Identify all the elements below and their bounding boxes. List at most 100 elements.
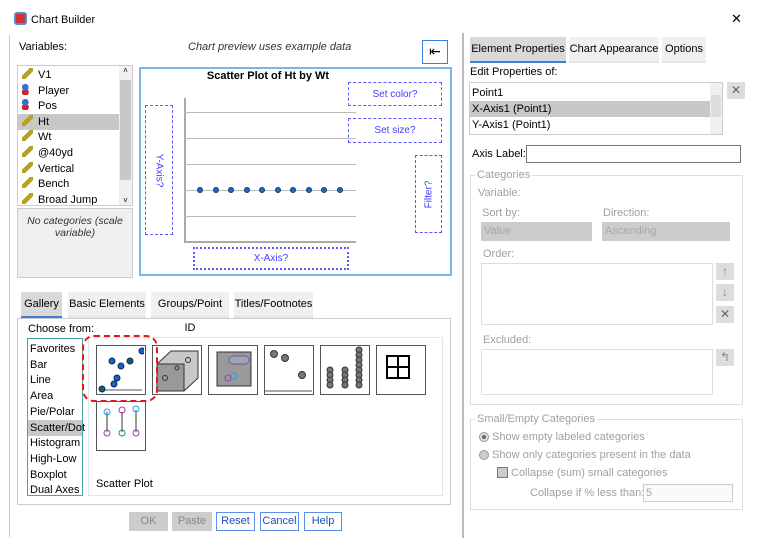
element-item[interactable]: X-Axis1 (Point1) bbox=[470, 101, 711, 117]
nominal-icon bbox=[22, 83, 33, 95]
set-size-dropzone[interactable]: Set size? bbox=[348, 118, 442, 143]
help-button[interactable]: Help bbox=[304, 512, 342, 531]
variable-item[interactable]: Wt bbox=[18, 129, 121, 145]
tab-basic-elements[interactable]: Basic Elements bbox=[68, 292, 146, 318]
preview-point bbox=[290, 187, 296, 193]
ruler-icon bbox=[22, 130, 33, 142]
paste-button[interactable]: Paste bbox=[172, 512, 212, 531]
sort-by-select[interactable]: Value bbox=[481, 222, 592, 241]
variables-label: Variables: bbox=[19, 41, 68, 53]
move-down-icon[interactable]: ↓ bbox=[716, 284, 734, 301]
axis-label-input[interactable] bbox=[526, 145, 741, 163]
variable-name: V1 bbox=[38, 69, 52, 81]
variable-item[interactable]: V1 bbox=[18, 67, 121, 83]
collapse-percent-input[interactable] bbox=[643, 484, 733, 502]
variable-item[interactable]: Pos bbox=[18, 98, 121, 114]
tab-element-properties[interactable]: Element Properties bbox=[470, 37, 566, 63]
left-border bbox=[9, 35, 10, 537]
direction-select[interactable]: Ascending bbox=[602, 222, 730, 241]
set-color-dropzone[interactable]: Set color? bbox=[348, 82, 442, 106]
collapse-checkbox[interactable] bbox=[497, 467, 508, 478]
exclude-icon[interactable]: ✕ bbox=[716, 306, 734, 323]
variable-item[interactable]: Bench bbox=[18, 176, 121, 192]
ruler-icon bbox=[22, 146, 33, 157]
variable-name: Vertical bbox=[38, 162, 75, 175]
simple-scatter-thumbnail[interactable] bbox=[96, 345, 146, 395]
y-axis-label: Y-Axis? bbox=[153, 153, 165, 187]
variable-name: Ht bbox=[38, 115, 49, 128]
chart-type-item[interactable]: Bar bbox=[30, 358, 48, 371]
variable-item[interactable]: Player bbox=[18, 83, 121, 99]
order-list[interactable] bbox=[481, 263, 713, 325]
ruler-icon bbox=[22, 192, 33, 204]
chart-type-item[interactable]: Pie/Polar bbox=[30, 405, 75, 418]
chart-type-item[interactable]: Area bbox=[30, 390, 54, 403]
x-axis-dropzone[interactable]: X-Axis? bbox=[193, 247, 349, 270]
preview-point bbox=[197, 187, 203, 193]
gridline bbox=[184, 138, 356, 139]
preview-title: Scatter Plot of Ht by Wt bbox=[206, 70, 330, 82]
y-axis-dropzone[interactable]: Y-Axis? bbox=[145, 105, 173, 235]
variable-name: Bench bbox=[38, 178, 70, 191]
show-empty-radio[interactable] bbox=[479, 432, 489, 442]
variable-item[interactable]: @40yd bbox=[18, 145, 121, 161]
chart-type-item[interactable]: Histogram bbox=[30, 437, 81, 450]
delete-element-button[interactable]: ✕ bbox=[727, 82, 745, 99]
chart-type-item[interactable]: Favorites bbox=[30, 343, 76, 355]
direction-label: Direction: bbox=[603, 207, 650, 219]
scatter-matrix-thumbnail[interactable] bbox=[376, 345, 426, 395]
tab-options[interactable]: Options bbox=[662, 37, 706, 63]
chart-type-item[interactable]: Dual Axes bbox=[30, 484, 80, 497]
excluded-list[interactable] bbox=[481, 349, 713, 395]
grouped-3d-scatter-thumbnail[interactable] bbox=[208, 345, 258, 395]
variable-item[interactable]: Ht bbox=[18, 113, 121, 130]
3d-scatter-thumbnail[interactable] bbox=[152, 345, 202, 395]
variable-item[interactable]: Vertical bbox=[18, 161, 121, 177]
show-empty-label: Show empty labeled categories bbox=[492, 431, 645, 443]
summary-point-thumbnail[interactable] bbox=[264, 345, 314, 395]
element-item[interactable]: Point1 bbox=[472, 87, 504, 99]
chart-type-item[interactable]: High-Low bbox=[30, 452, 77, 465]
gridline bbox=[184, 190, 356, 191]
ruler-icon bbox=[22, 114, 33, 126]
preview-point bbox=[305, 187, 312, 193]
gallery-panel bbox=[17, 318, 451, 505]
variable-label: Variable: bbox=[478, 187, 521, 199]
variable-scrollbar[interactable]: ˄˅ bbox=[119, 66, 132, 205]
tab-groups-point-id[interactable]: Groups/Point ID bbox=[151, 292, 229, 334]
chart-type-item[interactable]: Boxplot bbox=[30, 468, 67, 481]
cancel-button[interactable]: Cancel bbox=[260, 512, 299, 531]
plot-x-axis bbox=[184, 241, 356, 243]
move-up-icon[interactable]: ↑ bbox=[716, 263, 734, 280]
variable-name: Player bbox=[38, 84, 70, 97]
collapse-if-label: Collapse if % less than: bbox=[530, 487, 645, 499]
preview-point bbox=[228, 187, 234, 193]
plot-y-axis bbox=[184, 98, 186, 242]
gridline bbox=[184, 112, 356, 113]
toggle-panel-button[interactable]: ⇤ bbox=[422, 40, 448, 64]
restore-icon[interactable]: ↰ bbox=[716, 349, 734, 366]
filter-dropzone[interactable]: Filter? bbox=[415, 155, 442, 233]
dot-plot-thumbnail[interactable] bbox=[320, 345, 370, 395]
reset-button[interactable]: Reset bbox=[216, 512, 255, 531]
chart-type-item[interactable]: Line bbox=[30, 374, 51, 387]
variable-item[interactable]: Broad Jump bbox=[18, 192, 121, 205]
element-scrollbar[interactable] bbox=[710, 83, 722, 134]
preview-point bbox=[274, 187, 281, 193]
ruler-icon bbox=[22, 161, 33, 173]
tab-titles-footnotes[interactable]: Titles/Footnotes bbox=[234, 292, 313, 318]
show-only-radio[interactable] bbox=[479, 450, 489, 460]
chart-type-item[interactable]: Scatter/Dot bbox=[28, 419, 86, 436]
tab-gallery[interactable]: Gallery bbox=[21, 292, 62, 318]
preview-point bbox=[243, 187, 250, 193]
preview-point bbox=[321, 187, 327, 193]
drop-line-thumbnail[interactable] bbox=[96, 401, 146, 451]
sort-by-label: Sort by: bbox=[482, 207, 520, 219]
element-item[interactable]: Y-Axis1 (Point1) bbox=[472, 119, 551, 131]
close-button[interactable]: ✕ bbox=[731, 11, 742, 26]
ok-button[interactable]: OK bbox=[129, 512, 168, 531]
tab-chart-appearance[interactable]: Chart Appearance bbox=[569, 37, 659, 63]
